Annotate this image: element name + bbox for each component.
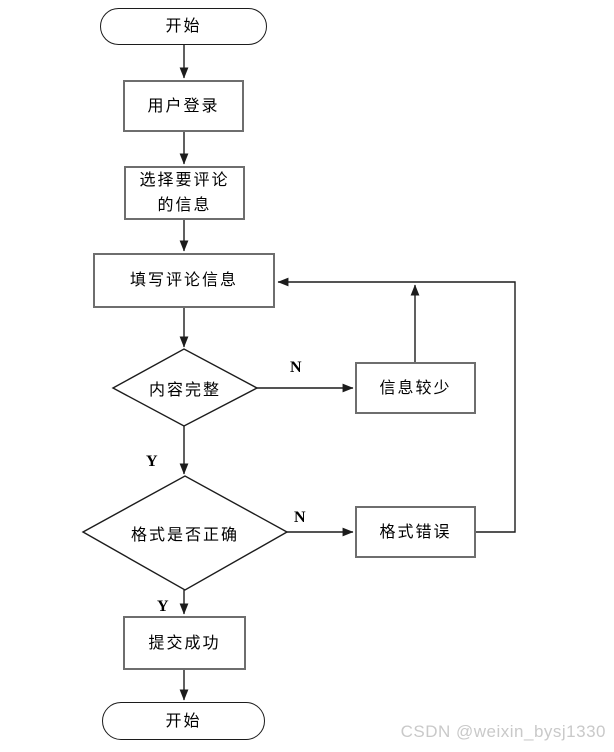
- login-label: 用户登录: [147, 97, 220, 115]
- edge-label-content-yes: Y: [146, 453, 158, 470]
- format-error-label: 格式错误: [379, 523, 452, 541]
- format-check-decision: 格式是否正确: [83, 476, 287, 590]
- select-info-label: 选择要评论的信息: [139, 172, 230, 214]
- fill-comment-process: 填写评论信息: [93, 253, 275, 308]
- edge-formaterror-loop-back: [277, 277, 516, 533]
- format-check-label: 格式是否正确: [130, 527, 239, 544]
- format-check-diamond: [81, 475, 289, 591]
- edge-label-format-no: N: [294, 509, 306, 526]
- start-terminal: 开始: [100, 8, 267, 45]
- submit-success-label: 提交成功: [148, 634, 221, 652]
- end-terminal: 开始: [102, 702, 265, 740]
- edge-label-content-no: N: [290, 359, 302, 376]
- csdn-watermark: CSDN @weixin_bysj1330: [400, 722, 606, 741]
- fill-comment-label: 填写评论信息: [129, 272, 238, 289]
- info-less-process: 信息较少: [355, 362, 476, 414]
- content-check-label: 内容完整: [148, 381, 221, 399]
- select-info-process: 选择要评论的信息: [124, 166, 245, 220]
- login-process: 用户登录: [123, 80, 244, 132]
- edge-label-format-yes: Y: [157, 598, 169, 615]
- end-label: 开始: [165, 712, 202, 730]
- start-label: 开始: [165, 18, 202, 35]
- info-less-label: 信息较少: [379, 379, 452, 397]
- submit-success-process: 提交成功: [123, 616, 246, 670]
- content-check-decision: 内容完整: [113, 349, 257, 426]
- content-check-diamond: [111, 348, 259, 427]
- format-error-process: 格式错误: [355, 506, 476, 558]
